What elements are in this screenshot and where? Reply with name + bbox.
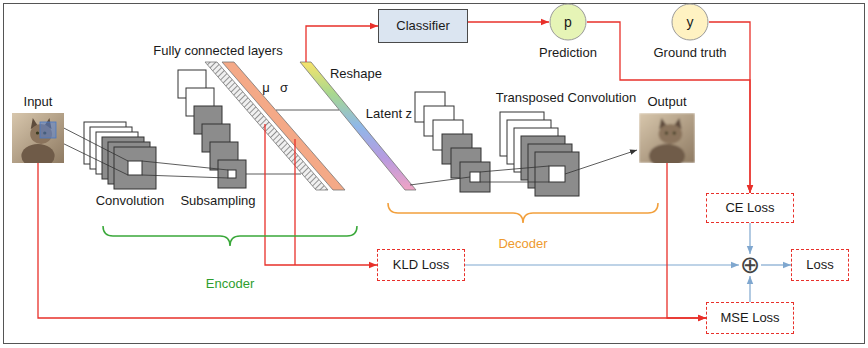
circle-fill (672, 4, 708, 40)
receptive-patch (40, 122, 56, 138)
deconv-layer (415, 92, 490, 192)
kld-wire (294, 139, 295, 265)
connector (465, 264, 739, 265)
connector (667, 163, 706, 318)
layer-label: Fully connected layers (153, 43, 282, 59)
latent-vector (300, 62, 416, 190)
connector (587, 22, 750, 193)
photo (639, 113, 695, 163)
circle-shape: y (671, 3, 709, 41)
kernel-window (549, 166, 565, 182)
box-label: CE Loss (725, 200, 774, 216)
leader-line (480, 166, 549, 172)
output-image: Output (637, 94, 697, 163)
input-image: Input (10, 94, 66, 163)
prediction-circle: pPrediction (528, 3, 608, 61)
vector-label: σ (280, 80, 288, 96)
loss-box: Loss (791, 249, 849, 281)
loss-box: KLD Loss (377, 249, 465, 281)
image-label: Output (647, 94, 686, 110)
decoder-brace (388, 203, 658, 223)
layer-label: Subsampling (180, 193, 255, 209)
kld-wire (265, 124, 377, 265)
image-frame (639, 113, 695, 163)
leader-line (142, 175, 228, 178)
connector (749, 223, 750, 254)
cat-eye (36, 131, 39, 134)
classifier-box: Classifier (378, 9, 468, 43)
latent-wire (306, 26, 378, 62)
cat-photo (639, 113, 695, 163)
box-label: KLD Loss (393, 257, 449, 273)
figure-frame (4, 4, 865, 344)
connector (761, 264, 791, 265)
feature-map (218, 160, 246, 188)
encoder-brace (103, 226, 357, 246)
feature-map (114, 147, 156, 189)
kernel-window (228, 170, 236, 178)
photo (12, 113, 64, 163)
leader-line (276, 110, 339, 111)
leader-line (246, 174, 301, 175)
feature-map (535, 152, 579, 196)
connector (468, 21, 549, 22)
layer-label: Convolution (96, 193, 165, 209)
circle-shape: p (549, 3, 587, 41)
connector (38, 163, 706, 318)
box-label: MSE Loss (720, 310, 779, 326)
layer-label: Transposed Convolution (496, 90, 636, 106)
cat-eye (673, 131, 676, 134)
image-frame (12, 113, 64, 163)
box-label: Classifier (396, 18, 449, 34)
circle-label: y (687, 14, 694, 30)
group-label: Encoder (206, 276, 254, 292)
vector-label: μ (262, 80, 270, 96)
cat-photo (12, 113, 64, 163)
connector (749, 276, 750, 302)
leader-line (56, 124, 128, 161)
caption: Prediction (539, 45, 597, 61)
vector-label: Latent z (366, 106, 412, 122)
step-label: Reshape (330, 66, 382, 82)
leader-line (480, 182, 549, 183)
cat-body (21, 144, 54, 163)
group-label: Decoder (498, 236, 547, 252)
feature-map (460, 162, 490, 192)
image-label: Input (24, 94, 53, 110)
conv-layer (84, 122, 156, 189)
circle-fill (550, 4, 586, 40)
sum-symbol: ⊕ (740, 254, 760, 276)
leader-arrow (565, 150, 637, 174)
cat-eye (665, 131, 668, 134)
sum-node: ⊕ (739, 254, 761, 276)
loss-box: CE Loss (706, 193, 794, 223)
circle-label: p (564, 14, 572, 30)
leader-line (142, 161, 228, 170)
kernel-window (128, 161, 142, 175)
mu-vector (205, 62, 328, 190)
box-label: Loss (806, 257, 833, 273)
leader-line (410, 177, 470, 185)
cat-body (649, 144, 685, 163)
cat-head (659, 124, 683, 144)
deconv-layer (500, 112, 579, 196)
leader-line (56, 140, 128, 175)
ground-truth-circle: yGround truth (646, 3, 735, 61)
caption: Ground truth (654, 45, 727, 61)
kernel-window (470, 172, 480, 182)
loss-box: MSE Loss (706, 302, 794, 334)
